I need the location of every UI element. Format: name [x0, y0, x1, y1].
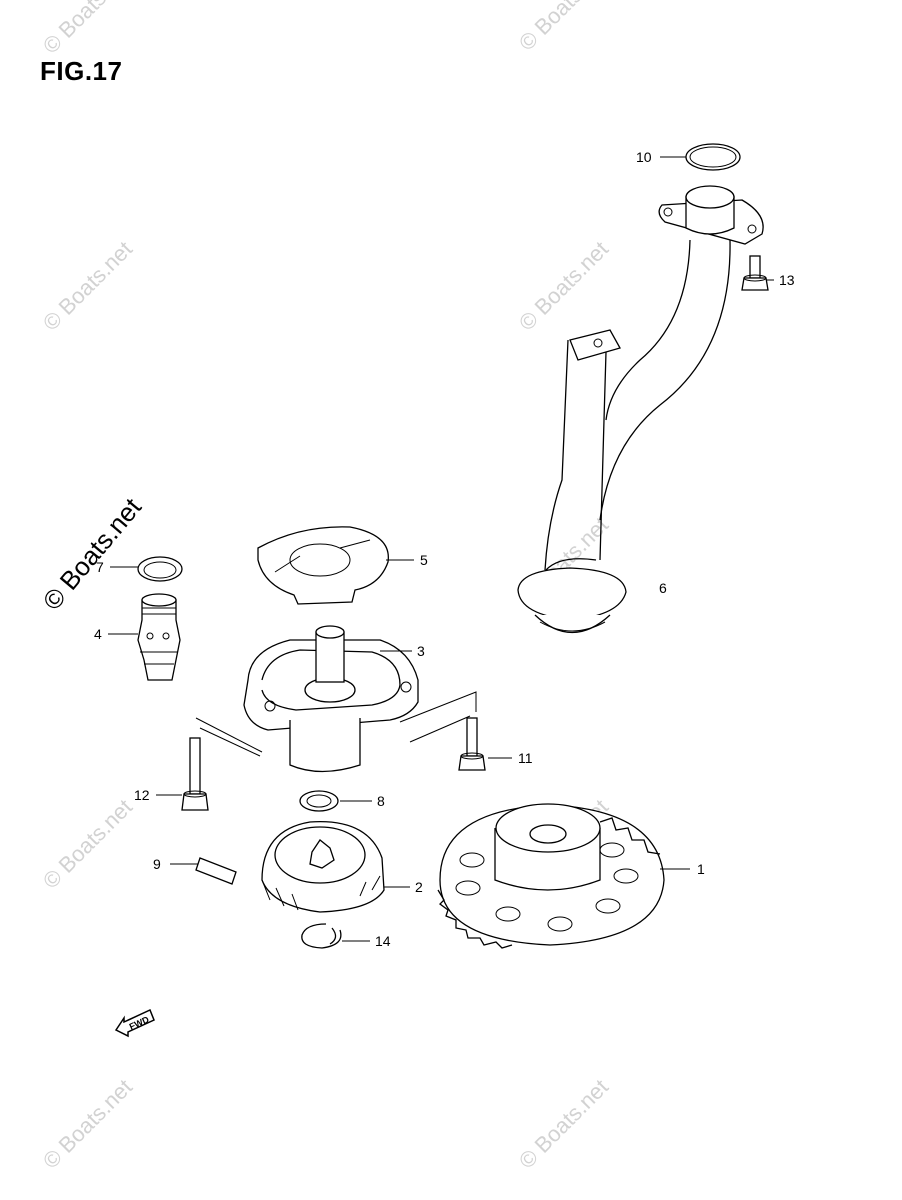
- watermark-dark: © Boats.net: [37, 492, 148, 616]
- part-12-bolt: [181, 737, 209, 811]
- leader-lines: [108, 156, 774, 942]
- callout-6: 6: [659, 580, 667, 596]
- watermark: © Boats.net: [514, 1074, 613, 1173]
- callout-14: 14: [375, 933, 391, 949]
- fwd-label: FWD: [128, 1014, 151, 1032]
- watermark: © Boats.net: [38, 1074, 137, 1173]
- part-4-fitting: [137, 593, 181, 681]
- callout-12: 12: [134, 787, 150, 803]
- watermark: © Boats.net: [38, 236, 137, 335]
- alignment-lines: [195, 691, 477, 757]
- part-5-gasket: [257, 526, 389, 605]
- callout-5: 5: [420, 552, 428, 568]
- part-9-pin: [195, 857, 237, 885]
- part-11-bolt: [458, 717, 486, 771]
- callout-3: 3: [417, 643, 425, 659]
- callout-9: 9: [153, 856, 161, 872]
- callout-7: 7: [96, 559, 104, 575]
- part-13-bolt: [741, 255, 769, 291]
- callout-4: 4: [94, 626, 102, 642]
- watermark: © Boats.net: [38, 794, 137, 893]
- part-1-driven-gear: [437, 803, 665, 949]
- part-7-washer: [137, 556, 183, 582]
- part-14-circlip: [301, 923, 342, 949]
- callout-10: 10: [636, 149, 652, 165]
- callout-11: 11: [518, 750, 533, 766]
- watermark: © Boats.net: [38, 0, 137, 59]
- callout-1: 1: [697, 861, 705, 877]
- callouts: 1 2 3 4 5 6 7 8 9 10 11 12 13 14: [94, 149, 795, 949]
- part-3-oil-pump: [243, 625, 419, 773]
- figure-title: FIG.17: [40, 56, 123, 86]
- watermark: © Boats.net: [514, 236, 613, 335]
- watermark: © Boats.net: [514, 0, 613, 56]
- callout-2: 2: [415, 879, 423, 895]
- part-6-oil-strainer: [517, 185, 764, 634]
- part-8-washer: [299, 790, 339, 812]
- part-2-pump-gear: [261, 820, 385, 913]
- callout-8: 8: [377, 793, 385, 809]
- callout-13: 13: [779, 272, 795, 288]
- fwd-arrow-icon: FWD: [114, 1008, 155, 1038]
- part-10-o-ring: [685, 143, 741, 171]
